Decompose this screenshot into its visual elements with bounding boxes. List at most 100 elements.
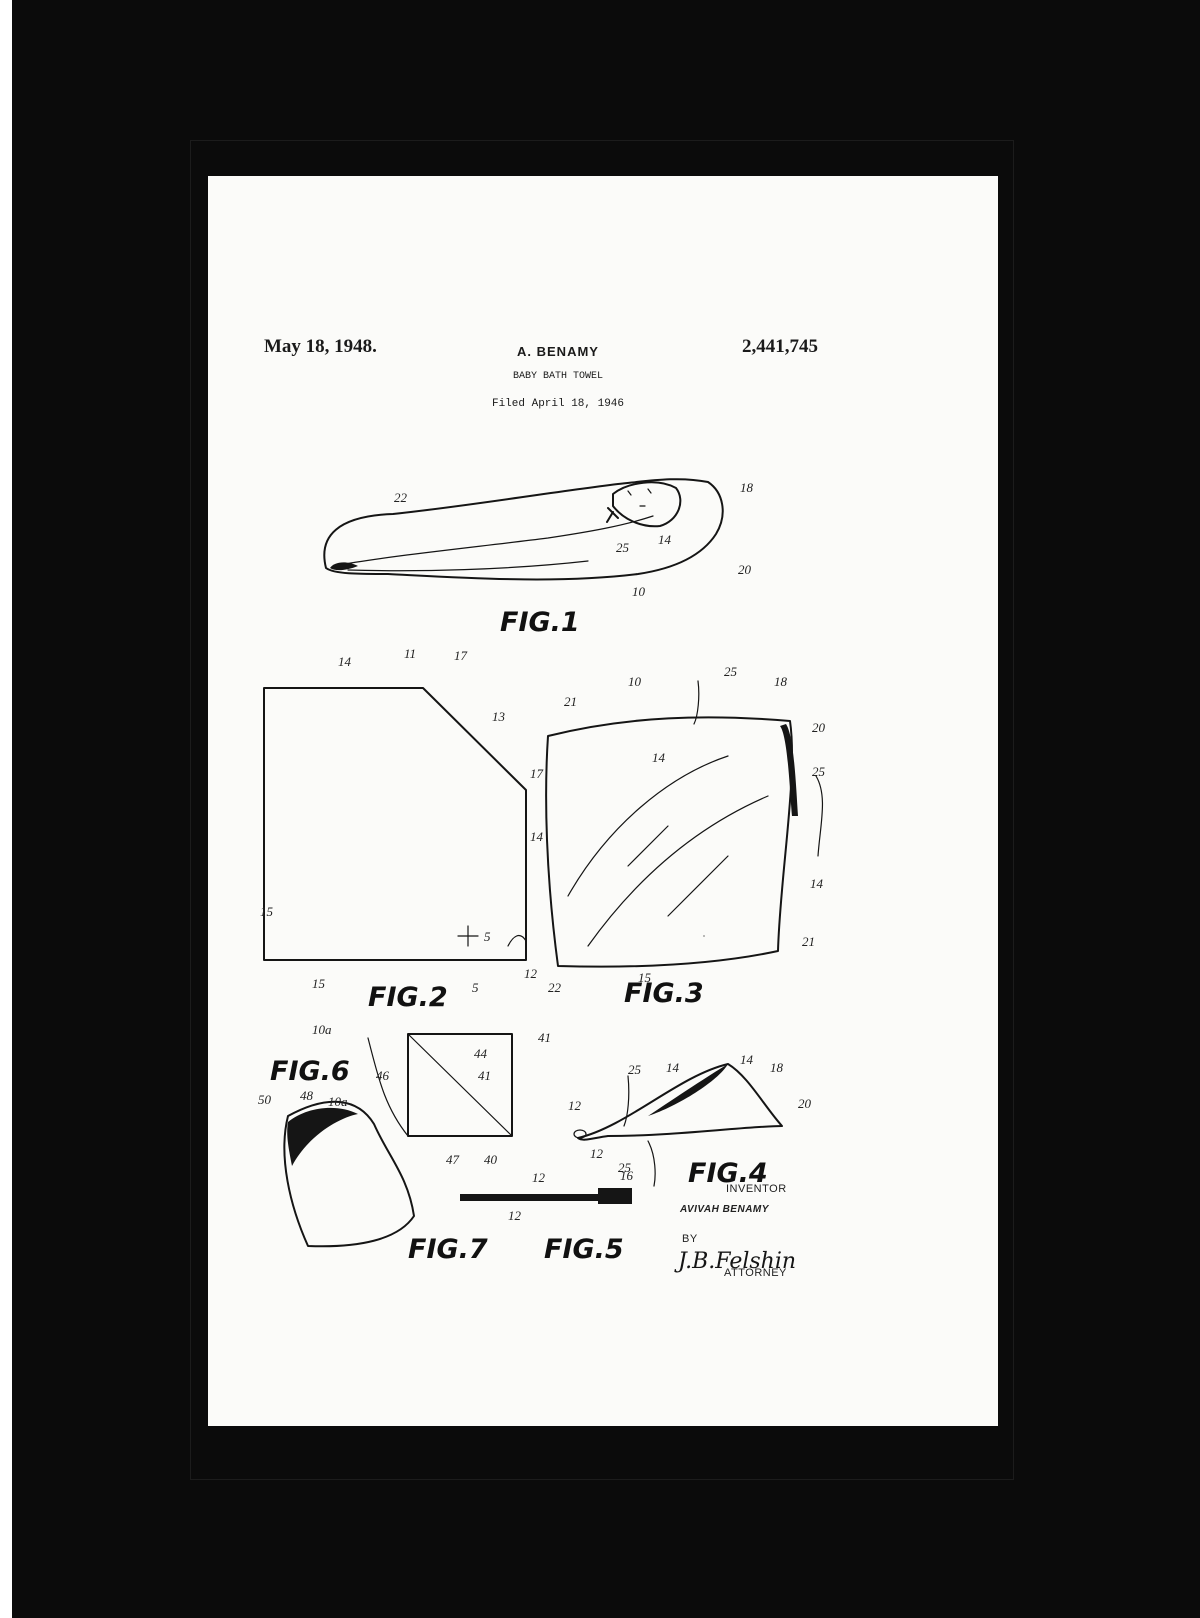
ref-label: 50 bbox=[258, 1092, 272, 1107]
fig-5-label: FIG.5 bbox=[544, 1234, 624, 1265]
towel-fold-line bbox=[332, 515, 654, 567]
ref-label: 12 bbox=[590, 1146, 604, 1161]
ref-label: 14 bbox=[338, 654, 352, 669]
towel-shading bbox=[567, 755, 769, 947]
ref-label: 22 bbox=[394, 490, 408, 505]
drawstring bbox=[623, 1075, 656, 1187]
ref-label: 25 bbox=[618, 1160, 632, 1175]
ref-label: 10a bbox=[328, 1094, 348, 1109]
inventor-full-name: AVIVAH BENAMY bbox=[679, 1204, 770, 1215]
ref-label: 46 bbox=[376, 1068, 390, 1083]
ref-label: 17 bbox=[454, 648, 468, 663]
ref-label: 44 bbox=[474, 1046, 488, 1061]
towel-end-shading bbox=[330, 562, 358, 571]
gathered-edge bbox=[780, 724, 798, 816]
signature-block: INVENTOR AVIVAH BENAMY BY J.B.Felshin AT… bbox=[674, 1183, 796, 1279]
ref-label: 15 bbox=[260, 904, 274, 919]
wrapped-towel-outline bbox=[323, 478, 724, 581]
ref-label: 22 bbox=[548, 980, 562, 995]
ref-label: 21 bbox=[802, 934, 815, 949]
figure-2: 14 11 17 13 17 14 15 5 12 15 5 FIG.2 bbox=[260, 646, 705, 1013]
ref-label: 11 bbox=[404, 646, 416, 661]
figure-4: 25 14 14 18 20 12 12 25 FIG.4 bbox=[568, 1052, 812, 1189]
strip-section bbox=[460, 1194, 630, 1201]
drawstring-tie bbox=[606, 507, 619, 523]
figure-5: 12 16 12 FIG.5 bbox=[460, 1168, 634, 1265]
ref-label: 12 bbox=[508, 1208, 522, 1223]
rolled-towel-shading bbox=[648, 1064, 728, 1116]
figure-6: 10a 44 41 46 41 47 40 FIG.6 bbox=[270, 1022, 551, 1167]
patent-drawing: 22 18 25 14 20 10 FIG.1 14 11 17 13 17 1… bbox=[258, 478, 826, 1279]
ref-label: 18 bbox=[774, 674, 788, 689]
ref-label: 21 bbox=[564, 694, 577, 709]
towel-lower-fold bbox=[347, 560, 589, 572]
mat-bevel bbox=[190, 140, 1014, 1480]
fig-7-label: FIG.7 bbox=[408, 1234, 488, 1265]
ref-label: 20 bbox=[738, 562, 752, 577]
ref-label: 20 bbox=[812, 720, 826, 735]
rolled-end bbox=[573, 1129, 587, 1139]
hood-outline bbox=[283, 1100, 415, 1248]
ref-label: 14 bbox=[810, 876, 824, 891]
ref-label: 5 bbox=[484, 929, 491, 944]
ref-label: 14 bbox=[740, 1052, 754, 1067]
ref-label: 14 bbox=[652, 750, 666, 765]
flat-towel-outline bbox=[263, 687, 527, 961]
ref-label: 14 bbox=[530, 829, 544, 844]
hem-curl bbox=[507, 934, 527, 947]
ref-label: 15 bbox=[638, 970, 652, 985]
ref-label: 10 bbox=[632, 584, 646, 599]
ref-label: 10 bbox=[628, 674, 642, 689]
ref-label: 18 bbox=[740, 480, 754, 495]
figure-1: 22 18 25 14 20 10 FIG.1 bbox=[323, 478, 754, 638]
ref-label: 25 bbox=[724, 664, 738, 679]
ref-label: 25 bbox=[616, 540, 630, 555]
patent-sheet: May 18, 1948. A. BENAMY BABY BATH TOWEL … bbox=[208, 176, 998, 1426]
inventor-label: INVENTOR bbox=[726, 1183, 787, 1195]
ref-label: 12 bbox=[524, 966, 538, 981]
ref-label: 5 bbox=[472, 980, 479, 995]
drawstring bbox=[693, 680, 824, 857]
ref-label: 48 bbox=[300, 1088, 314, 1103]
inventor-name: A. BENAMY bbox=[517, 344, 599, 359]
hood-gather-shading bbox=[287, 1107, 358, 1166]
attorney-label: ATTORNEY bbox=[724, 1267, 787, 1279]
ref-label: 13 bbox=[492, 709, 506, 724]
fig-2-label: FIG.2 bbox=[368, 982, 448, 1013]
patent-date: May 18, 1948. bbox=[264, 336, 377, 357]
side-flap bbox=[367, 1037, 409, 1137]
ref-label: 17 bbox=[530, 766, 544, 781]
fig-3-label: FIG.3 bbox=[624, 978, 704, 1009]
ref-label: 14 bbox=[658, 532, 672, 547]
ref-label: 41 bbox=[478, 1068, 491, 1083]
baby-head bbox=[612, 481, 682, 528]
ref-label: 12 bbox=[568, 1098, 582, 1113]
figure-7: 50 48 10a FIG.7 bbox=[258, 1088, 488, 1265]
ref-label: 25 bbox=[812, 764, 826, 779]
by-label: BY bbox=[682, 1233, 698, 1245]
section-mark bbox=[457, 925, 479, 947]
ref-label: 15 bbox=[312, 976, 326, 991]
attorney-signature: J.B.Felshin bbox=[674, 1249, 796, 1274]
ref-label: 14 bbox=[666, 1060, 680, 1075]
patent-title: BABY BATH TOWEL bbox=[512, 371, 603, 382]
ref-label: 40 bbox=[484, 1152, 498, 1167]
rolled-towel-outline bbox=[577, 1063, 783, 1141]
figure-3: 10 25 18 21 14 20 25 14 21 22 15 FIG.3 bbox=[545, 664, 826, 1009]
ref-label: 16 bbox=[620, 1168, 634, 1183]
filed-date: Filed April 18, 1946 bbox=[491, 398, 625, 410]
patent-number: 2,441,745 bbox=[742, 336, 818, 357]
baby-face bbox=[627, 488, 652, 507]
ref-label: 20 bbox=[798, 1096, 812, 1111]
strip-end bbox=[598, 1188, 632, 1204]
ref-label: 18 bbox=[770, 1060, 784, 1075]
ref-label: 10a bbox=[312, 1022, 332, 1037]
ref-label: 47 bbox=[446, 1152, 460, 1167]
ref-label: 41 bbox=[538, 1030, 551, 1045]
square-diagonal bbox=[407, 1033, 513, 1137]
ref-label: 25 bbox=[628, 1062, 642, 1077]
fig-4-label: FIG.4 bbox=[688, 1158, 768, 1189]
fig-6-label: FIG.6 bbox=[270, 1056, 350, 1087]
fig-1-label: FIG.1 bbox=[500, 607, 580, 638]
folded-towel-outline bbox=[545, 716, 794, 968]
